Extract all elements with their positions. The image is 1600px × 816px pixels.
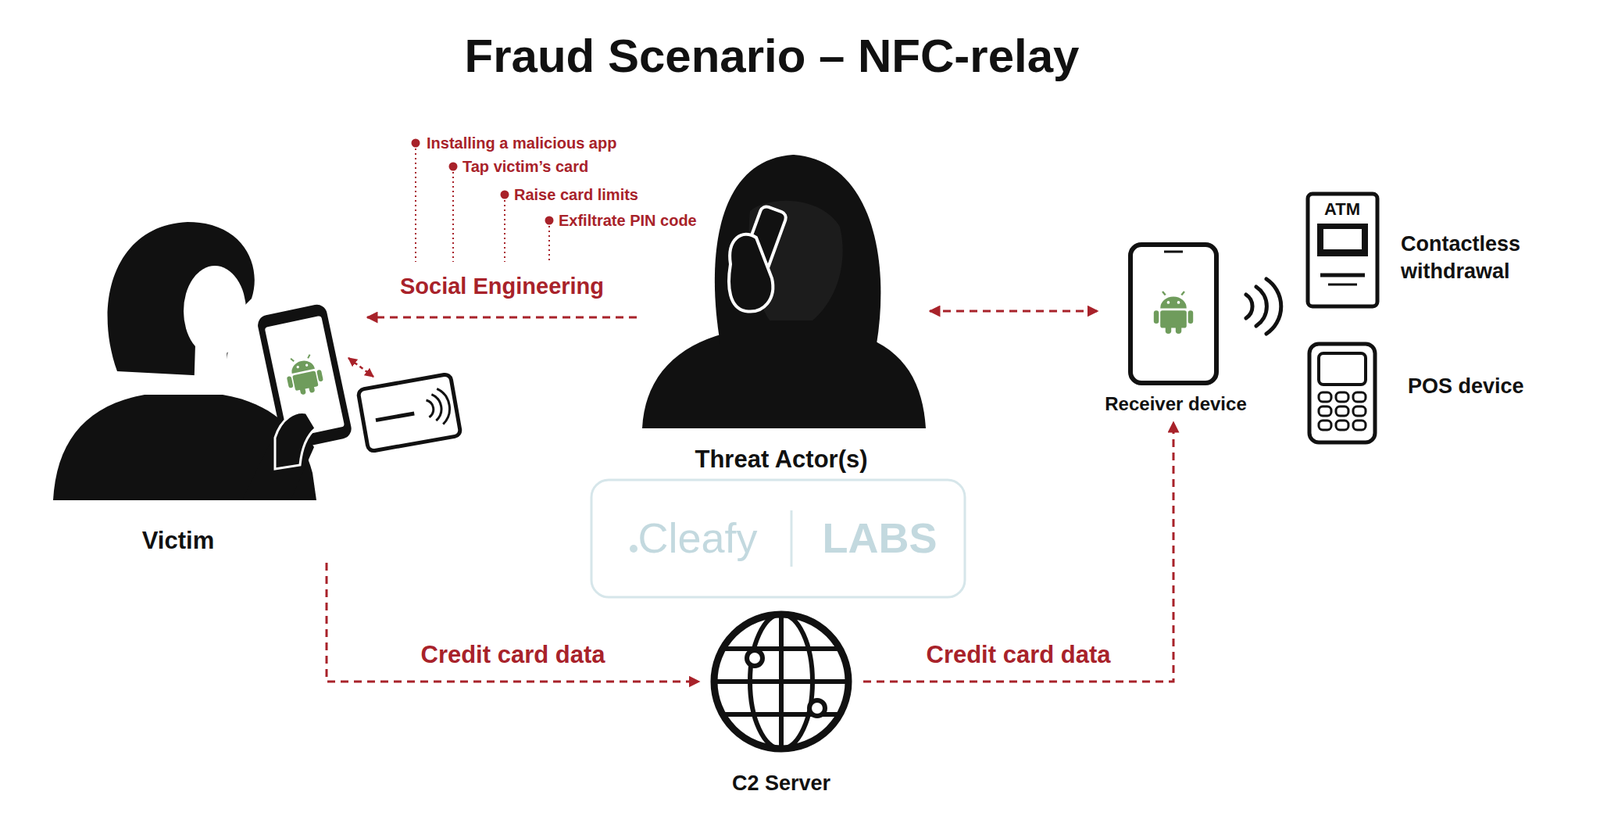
bullet-item: Installing a malicious app bbox=[426, 133, 617, 153]
atm-icon-part bbox=[1307, 193, 1378, 307]
globe-icon bbox=[714, 614, 849, 749]
threat-actor-figure-part bbox=[714, 154, 882, 344]
dashed-connector bbox=[929, 310, 1098, 313]
victim-figure bbox=[53, 221, 354, 500]
payment-card bbox=[357, 373, 461, 452]
connector-label: Credit card data bbox=[417, 639, 608, 669]
receiver-phone-part bbox=[1153, 291, 1193, 334]
bullet-leaders-part bbox=[452, 171, 454, 262]
watermark bbox=[591, 479, 965, 597]
nfc-waves bbox=[1246, 278, 1282, 334]
bullet-item: Tap victim’s card bbox=[462, 157, 589, 176]
pos-icon-part-part bbox=[1335, 406, 1349, 416]
atm-icon bbox=[1307, 193, 1378, 307]
bullet-dots-part bbox=[449, 162, 458, 172]
node-label: C2 Server bbox=[732, 770, 831, 796]
bullet-leaders-part bbox=[503, 200, 506, 262]
atm-node: ATM Contactless withdrawal bbox=[1300, 187, 1567, 313]
victim-figure-part bbox=[183, 265, 247, 357]
threat-actor-figure bbox=[642, 154, 926, 429]
bullet-dots-part bbox=[545, 216, 554, 225]
node-note: Contactless withdrawal bbox=[1400, 230, 1550, 286]
bullet-dots-part bbox=[500, 190, 510, 200]
globe-icon-part bbox=[721, 646, 842, 651]
node-label: POS device bbox=[1407, 373, 1525, 399]
phone-card-arrow bbox=[348, 357, 374, 377]
victim-figure-part-part bbox=[282, 353, 325, 398]
pos-icon-part-part bbox=[1335, 420, 1349, 430]
nfc-waves-part bbox=[1266, 278, 1282, 334]
pos-icon-part-part bbox=[1353, 420, 1366, 430]
victim-figure-part bbox=[193, 343, 229, 395]
bullet-leaders-part bbox=[548, 225, 550, 262]
receiver-phone-part bbox=[1164, 250, 1183, 254]
dashed-connector bbox=[367, 316, 637, 319]
globe-icon-part bbox=[809, 700, 825, 716]
atm-icon-part bbox=[1328, 283, 1358, 286]
dashed-connector bbox=[326, 562, 700, 682]
pos-icon-part-part bbox=[1335, 392, 1349, 402]
victim-figure-part bbox=[275, 411, 316, 469]
connectors bbox=[326, 310, 1174, 682]
node-label: Victim bbox=[142, 525, 215, 555]
victim-node: Victim bbox=[46, 218, 368, 563]
globe-icon-part bbox=[714, 678, 849, 684]
globe-icon-part bbox=[746, 650, 763, 666]
c2-server-node: C2 Server bbox=[699, 605, 864, 805]
pos-icon-part-part bbox=[1318, 392, 1332, 402]
payment-card-part bbox=[424, 386, 453, 426]
watermark-part bbox=[591, 479, 965, 597]
pos-node: POS device bbox=[1300, 335, 1567, 454]
watermark-text: LABS bbox=[822, 512, 938, 564]
diagram-title: Fraud Scenario – NFC-relay bbox=[464, 28, 1080, 85]
pos-icon-part-part bbox=[1318, 420, 1332, 430]
bullet-item: Exfiltrate PIN code bbox=[558, 210, 697, 230]
pos-icon-part-part bbox=[1353, 406, 1366, 416]
bullet-leaders-part bbox=[414, 148, 417, 262]
threat-actor-node: Threat Actor(s) bbox=[636, 148, 930, 481]
pos-icon-part bbox=[1309, 343, 1375, 443]
pos-icon-part-part bbox=[1353, 392, 1366, 402]
receiver-device-node: Receiver device bbox=[1097, 234, 1254, 422]
node-label: Threat Actor(s) bbox=[694, 444, 868, 474]
receiver-phone bbox=[1130, 244, 1217, 383]
pos-icon-part bbox=[1318, 392, 1366, 430]
nfc-waves-part bbox=[1246, 294, 1253, 318]
node-label: Receiver device bbox=[1104, 392, 1247, 416]
payment-card-part bbox=[375, 413, 415, 421]
connector-label: Social Engineering bbox=[396, 272, 608, 300]
atm-icon-part bbox=[1320, 273, 1365, 278]
connector-label: Credit card data bbox=[922, 639, 1114, 669]
pos-icon-part-part bbox=[1318, 406, 1332, 416]
victim-figure-part bbox=[107, 221, 255, 377]
pos-icon bbox=[1309, 343, 1375, 443]
threat-actor-figure-part bbox=[728, 234, 773, 312]
receiver-phone-part bbox=[1130, 244, 1217, 383]
bullet-item: Raise card limits bbox=[514, 185, 639, 204]
watermark-text: Cleafy bbox=[637, 512, 758, 564]
watermark-part bbox=[629, 544, 638, 553]
payment-card-part bbox=[357, 373, 461, 452]
bullet-dots-part bbox=[411, 139, 421, 148]
atm-icon-part bbox=[1323, 228, 1362, 250]
globe-icon-part bbox=[714, 614, 849, 749]
watermark-part bbox=[790, 510, 793, 567]
atm-icon-part bbox=[1317, 223, 1368, 257]
nfc-waves-part bbox=[1256, 286, 1267, 326]
node-label: ATM bbox=[1324, 199, 1361, 220]
pos-icon-part bbox=[1318, 353, 1366, 385]
